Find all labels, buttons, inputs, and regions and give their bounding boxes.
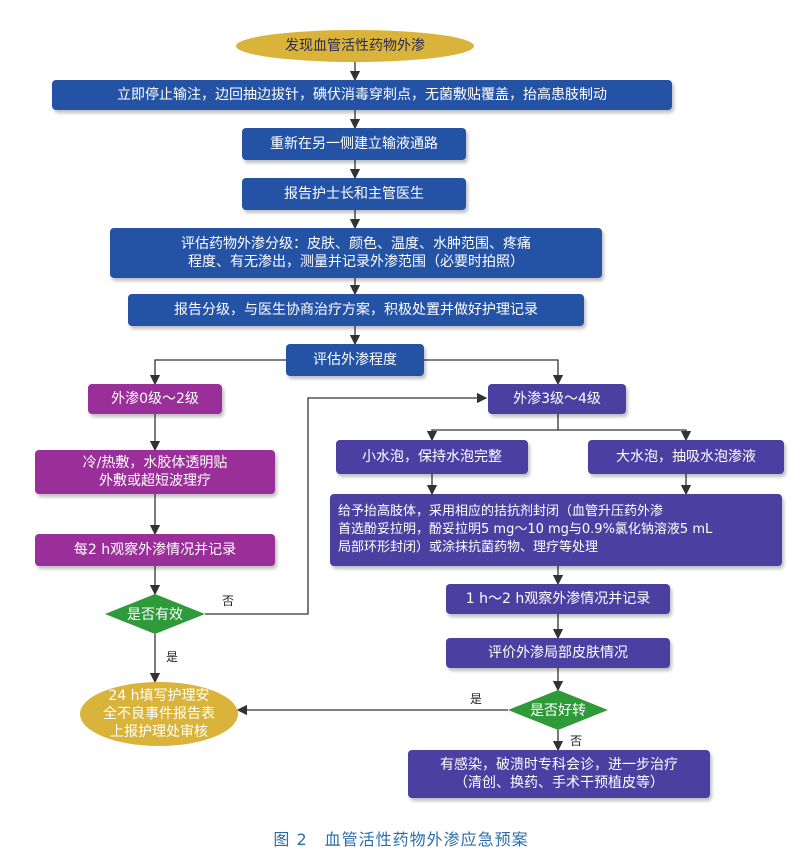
decision-effective: 是否有效 bbox=[127, 607, 183, 623]
node-grade-0-2: 外渗0级～2级 bbox=[88, 384, 222, 414]
edge-grade34-split bbox=[426, 414, 559, 442]
node-assess-grade: 评估药物外渗分级：皮肤、颜色、温度、水肿范围、疼痛 程度、有无渗出，测量并记录外… bbox=[110, 228, 602, 278]
node-large-blister: 大水泡，抽吸水泡渗液 bbox=[588, 440, 784, 474]
node-small-blister: 小水泡，保持水泡完整 bbox=[336, 440, 528, 474]
node-elevate: 给予抬高肢体，采用相应的拮抗剂封闭（血管升压药外渗 首选酚妥拉明，酚妥拉明5 m… bbox=[330, 494, 782, 566]
node-report-nurse: 报告护士长和主管医生 bbox=[242, 178, 466, 210]
node-report-event: 24 h填写护理安 全不良事件报告表 上报护理处审核 bbox=[80, 682, 238, 746]
label-effective-no: 否 bbox=[222, 594, 235, 608]
edge-grade34-large bbox=[558, 429, 692, 442]
label-improved-no: 否 bbox=[570, 734, 583, 748]
node-observe-1-2h: 1 h～2 h观察外渗情况并记录 bbox=[446, 584, 670, 614]
label-improved-yes: 是 bbox=[470, 692, 483, 706]
node-evaluate-skin: 评价外渗局部皮肤情况 bbox=[446, 638, 670, 668]
node-report-grade: 报告分级，与医生协商治疗方案，积极处置并做好护理记录 bbox=[128, 294, 584, 326]
edge-degree-right bbox=[424, 359, 564, 386]
node-reestablish: 重新在另一侧建立输液通路 bbox=[242, 128, 466, 160]
decision-effective-shape bbox=[105, 594, 205, 634]
edge-degree-left bbox=[149, 359, 286, 386]
node-start: 发现血管活性药物外渗 bbox=[236, 30, 474, 62]
node-observe-2h: 每2 h观察外渗情况并记录 bbox=[35, 534, 275, 566]
figure-caption: 图 2 血管活性药物外渗应急预案 bbox=[273, 830, 529, 849]
node-grade-3-4: 外渗3级～4级 bbox=[488, 384, 626, 414]
decision-improved-shape bbox=[508, 690, 608, 730]
node-cold-hot: 冷/热敷，水胶体透明贴 外敷或超短波理疗 bbox=[35, 450, 275, 494]
node-stop: 立即停止输注，边回抽边拔针，碘伏消毒穿刺点，无菌敷贴覆盖，抬高患肢制动 bbox=[52, 80, 672, 110]
decision-improved: 是否好转 bbox=[530, 703, 586, 719]
node-infection: 有感染，破溃时专科会诊，进一步治疗 （清创、换药、手术干预植皮等） bbox=[408, 750, 710, 798]
label-effective-yes: 是 bbox=[166, 650, 179, 664]
edge-effective-no bbox=[205, 392, 488, 615]
node-assess-degree: 评估外渗程度 bbox=[286, 344, 424, 376]
